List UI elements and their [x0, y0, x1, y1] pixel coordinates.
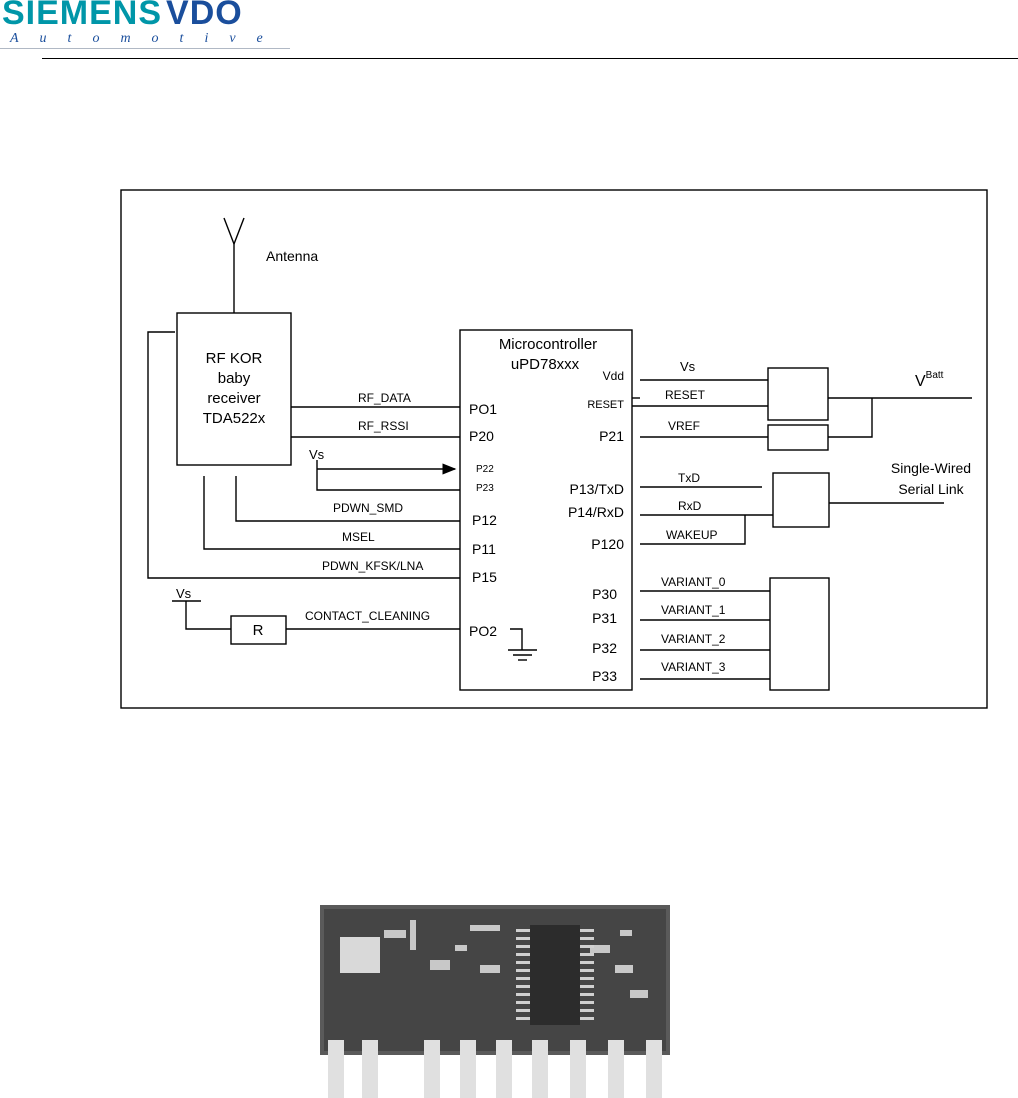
pin-p30: P30 [592, 586, 617, 602]
pin-reset: RESET [587, 399, 624, 411]
pcb-module-photo [320, 905, 670, 1098]
diagram-frame [120, 189, 988, 709]
resistor-label: R [253, 622, 264, 639]
signal-msel: MSEL [342, 530, 375, 544]
variant-block [769, 577, 830, 691]
svg-text:TDA522x: TDA522x [203, 410, 266, 427]
signal-txd: TxD [678, 471, 700, 485]
signal-variant-1: VARIANT_1 [661, 603, 726, 617]
pin-po2: PO2 [469, 623, 497, 639]
signal-variant-3: VARIANT_3 [661, 660, 726, 674]
signal-reset: RESET [665, 388, 706, 402]
pin-p21: P21 [599, 428, 624, 444]
signal-variant-2: VARIANT_2 [661, 632, 726, 646]
svg-text:receiver: receiver [207, 390, 260, 407]
rf-block-label: RF KOR baby receiver TDA522x [203, 350, 266, 427]
signal-rxd: RxD [678, 499, 702, 513]
pin-vdd: Vdd [603, 369, 624, 383]
serial-link-label-2: Serial Link [898, 481, 964, 497]
serial-link-label-1: Single-Wired [891, 460, 971, 476]
signal-vs-right: Vs [680, 359, 696, 374]
signal-rf-rssi: RF_RSSI [358, 419, 409, 433]
ground-icon [508, 628, 537, 661]
power-supply-block [767, 367, 829, 421]
signal-contact-cleaning: CONTACT_CLEANING [305, 609, 430, 623]
microcontroller-block [459, 329, 633, 691]
signal-vs-lower: Vs [176, 586, 192, 601]
resistor-r [230, 615, 287, 645]
pin-p11: P11 [472, 541, 496, 557]
pin-p14-rxd: P14/RxD [568, 504, 624, 520]
logo-tagline: Automotive [10, 31, 284, 46]
mcu-title: Microcontroller [499, 336, 597, 353]
svg-text:baby: baby [218, 370, 251, 387]
pin-p23: P23 [476, 483, 494, 494]
signal-vref: VREF [668, 419, 700, 433]
pin-p12: P12 [472, 512, 497, 528]
signal-rf-data: RF_DATA [358, 391, 411, 405]
signal-variant-0: VARIANT_0 [661, 575, 726, 589]
signal-pdwn-smd: PDWN_SMD [333, 501, 403, 515]
logo-underline [0, 48, 290, 49]
mcu-part-number: uPD78xxx [511, 356, 580, 373]
header-rule [42, 58, 1018, 59]
pin-p33: P33 [592, 668, 617, 684]
pin-p22: P22 [476, 464, 494, 475]
vref-block [767, 424, 829, 451]
serial-link-block [772, 472, 830, 528]
pin-p20: P20 [469, 428, 494, 444]
pin-p32: P32 [592, 640, 617, 656]
antenna-icon [223, 217, 245, 313]
pin-p15: P15 [472, 569, 497, 585]
signal-wakeup: WAKEUP [666, 528, 718, 542]
pin-po1: PO1 [469, 401, 497, 417]
signal-vs-upper: Vs [309, 447, 325, 462]
vbatt-label: VBatt [915, 370, 944, 390]
pin-p120: P120 [591, 536, 624, 552]
signal-pdwn-kfsk-lna: PDWN_KFSK/LNA [322, 559, 423, 573]
pin-p13-txd: P13/TxD [570, 481, 624, 497]
block-diagram: Antenna RF KOR baby receiver TDA522x Mic… [120, 189, 988, 709]
pin-p31: P31 [592, 610, 617, 626]
rf-receiver-block [176, 312, 292, 466]
svg-text:RF KOR: RF KOR [206, 350, 263, 367]
antenna-label: Antenna [266, 248, 318, 264]
